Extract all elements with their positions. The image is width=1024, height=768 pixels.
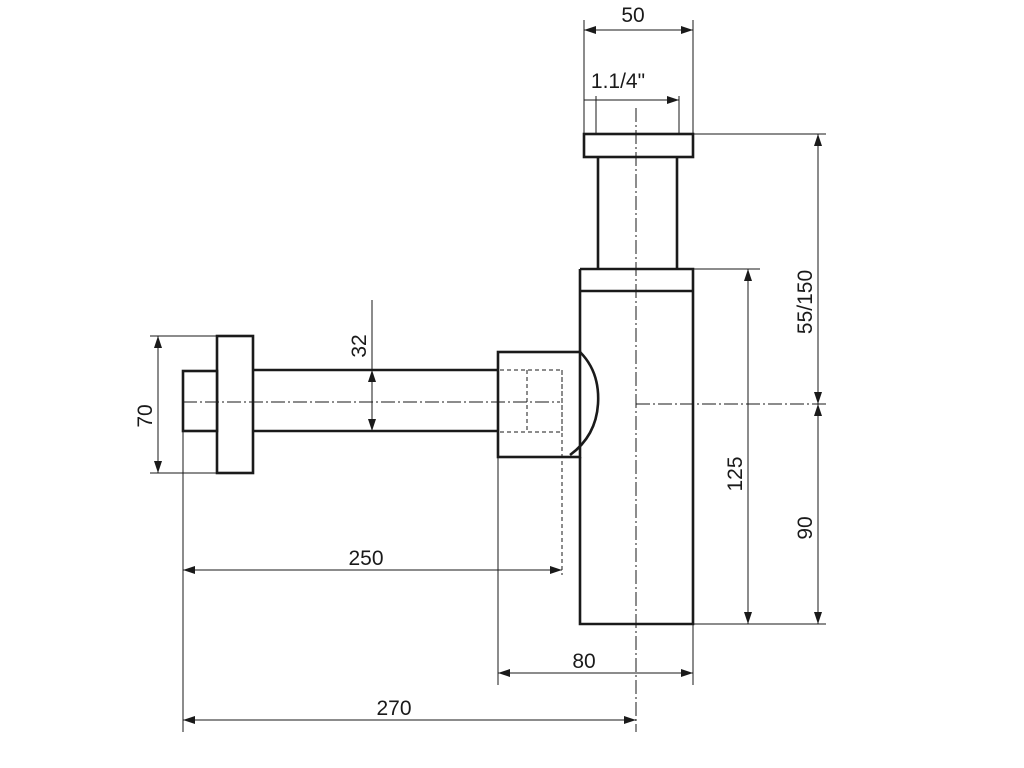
label-outlet-height: 90 [794, 516, 817, 539]
outlet-pipe [253, 368, 498, 433]
trap-geometry [181, 132, 695, 626]
dimension-labels: 50 1.1/4" 55/150 125 90 70 32 250 80 270 [134, 4, 817, 720]
dimension-lines [154, 26, 822, 724]
curved-inlet [569, 351, 600, 457]
label-height-adjust: 55/150 [794, 270, 817, 334]
wall-flange [215, 334, 255, 475]
label-flange: 70 [134, 404, 157, 427]
label-pipe-length: 250 [348, 547, 383, 570]
wall-stub [181, 369, 219, 433]
label-body-depth: 80 [572, 650, 595, 673]
label-pipe: 32 [348, 334, 371, 357]
extension-lines [150, 20, 826, 732]
label-body-height: 125 [724, 456, 747, 491]
label-top-width: 50 [621, 4, 644, 27]
hidden-pipe-end [500, 369, 563, 575]
top-flange [582, 132, 695, 159]
outlet-nut [496, 350, 582, 459]
label-total-length: 270 [376, 697, 411, 720]
label-thread: 1.1/4" [591, 70, 645, 93]
tail-tube [596, 157, 679, 269]
